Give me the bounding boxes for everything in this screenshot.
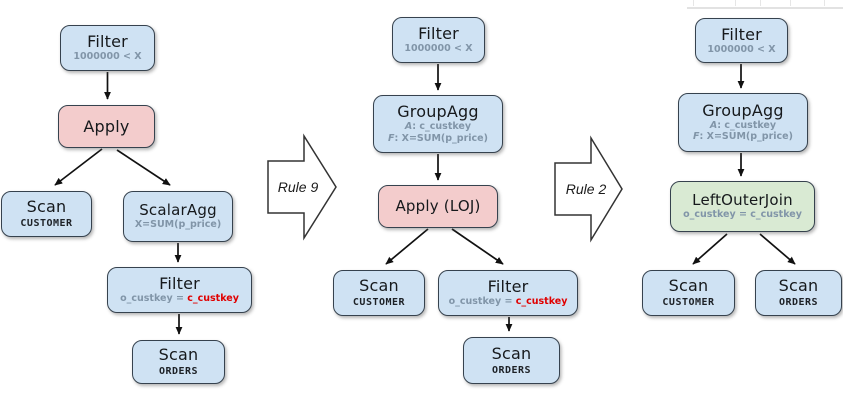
left-node-filter-top: Filter 1000000 < X <box>60 25 155 71</box>
correlated-column-highlight: c_custkey <box>515 296 568 308</box>
node-title: Filter <box>487 277 529 297</box>
table-name: CUSTOMER <box>352 297 406 309</box>
edge-arrow <box>54 148 103 186</box>
table-name: CUSTOMER <box>20 218 73 230</box>
edge-arrow <box>451 228 504 265</box>
node-title: Scan <box>778 276 819 296</box>
table-name: CUSTOMER <box>662 297 715 309</box>
node-title: Scan <box>668 276 709 296</box>
edge-arrow <box>385 228 429 265</box>
left-node-scan-customer: Scan CUSTOMER <box>1 191 92 237</box>
join-predicate: o_custkey = c_custkey <box>683 209 802 221</box>
node-title: GroupAgg <box>702 100 784 120</box>
middle-node-scan-customer: Scan CUSTOMER <box>333 270 425 316</box>
edge-arrow <box>692 233 728 265</box>
table-name: ORDERS <box>158 366 199 378</box>
node-title: Scan <box>158 345 199 365</box>
node-title: Scan <box>491 343 532 363</box>
rule9-label: Rule 9 <box>277 179 319 195</box>
node-title: Scan <box>359 276 399 296</box>
node-title: Apply <box>83 116 130 136</box>
right-node-scan-orders: Scan ORDERS <box>755 270 842 316</box>
node-title: Filter <box>721 24 762 44</box>
table-gridline <box>760 0 761 6</box>
aggfunc-line: F: X=SUM(p_price) <box>693 131 793 143</box>
right-node-leftouterjoin: LeftOuterJoin o_custkey = c_custkey <box>670 181 815 232</box>
table-gridline <box>790 0 791 6</box>
cutoff-table-fragment <box>687 0 843 9</box>
groupby-line: A: c_custkey <box>709 119 777 131</box>
edge-arrow <box>759 233 796 265</box>
left-node-apply: Apply <box>58 105 155 148</box>
left-node-filter-join: Filter o_custkey = c_custkey <box>107 267 252 313</box>
node-title: Apply (LOJ) <box>395 197 481 216</box>
node-predicate: 1000000 < X <box>404 43 473 55</box>
middle-node-scan-orders: Scan ORDERS <box>463 337 560 384</box>
node-title: Filter <box>159 274 200 294</box>
node-title: LeftOuterJoin <box>692 191 793 210</box>
node-title: Scan <box>26 197 67 217</box>
middle-node-filter-join: Filter o_custkey = c_custkey <box>438 270 578 316</box>
node-title: ScalarAgg <box>139 201 217 220</box>
node-predicate: 1000000 < X <box>707 43 776 55</box>
table-gridline <box>735 0 736 6</box>
node-title: Filter <box>418 24 459 44</box>
left-node-scan-orders: Scan ORDERS <box>132 340 225 384</box>
node-predicate: 1000000 < X <box>73 51 142 63</box>
node-predicate: o_custkey = c_custkey <box>448 296 568 308</box>
table-gridline <box>824 0 825 6</box>
middle-node-filter-top: Filter 1000000 < X <box>392 17 485 63</box>
aggfunc-line: F: X=SUM(p_price) <box>388 132 488 144</box>
node-expression: X=SUM(p_price) <box>134 219 222 231</box>
right-node-filter-top: Filter 1000000 < X <box>695 18 788 63</box>
right-node-scan-customer: Scan CUSTOMER <box>642 270 735 316</box>
left-node-scalaragg: ScalarAgg X=SUM(p_price) <box>123 191 233 242</box>
table-name: ORDERS <box>778 297 819 309</box>
table-name: ORDERS <box>491 364 532 376</box>
middle-node-apply-loj: Apply (LOJ) <box>378 185 498 228</box>
right-node-groupagg: GroupAgg A: c_custkey F: X=SUM(p_price) <box>678 93 808 152</box>
rule2-label: Rule 2 <box>565 181 607 197</box>
correlated-column-highlight: c_custkey <box>187 293 239 305</box>
edge-arrow <box>116 149 171 186</box>
middle-node-groupagg: GroupAgg A: c_custkey F: X=SUM(p_price) <box>373 95 503 153</box>
node-title: Filter <box>87 32 128 52</box>
node-title: GroupAgg <box>397 102 479 122</box>
groupby-line: A: c_custkey <box>404 121 472 133</box>
node-predicate: o_custkey = c_custkey <box>120 293 239 305</box>
table-gridline <box>693 0 694 6</box>
